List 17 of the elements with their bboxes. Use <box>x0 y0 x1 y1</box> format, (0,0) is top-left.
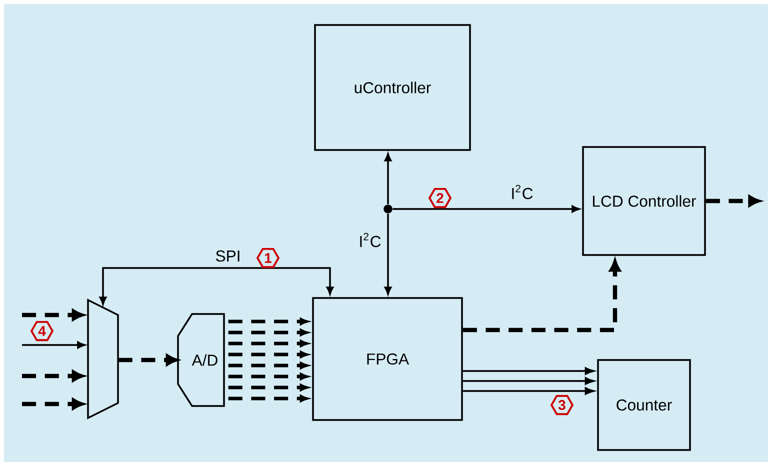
arrow <box>99 267 334 305</box>
arrow <box>462 387 594 395</box>
controller-box: uController <box>314 24 471 151</box>
edge-label: I$^{2}$C <box>356 231 384 249</box>
converter-block: A/D <box>177 313 225 407</box>
edge-label: SPI <box>214 248 242 264</box>
junction-dot <box>384 204 392 214</box>
fpga-box: FPGA <box>312 297 463 421</box>
arrow <box>392 205 580 213</box>
arrow <box>22 341 86 349</box>
controller-box: LCD Controller <box>582 146 706 256</box>
arrow <box>462 377 594 385</box>
arrow <box>462 367 594 375</box>
arrow <box>384 153 392 204</box>
edge-label: I$^{2}$C <box>508 183 536 201</box>
counter-box: Counter <box>597 359 691 451</box>
arrow <box>384 214 392 295</box>
